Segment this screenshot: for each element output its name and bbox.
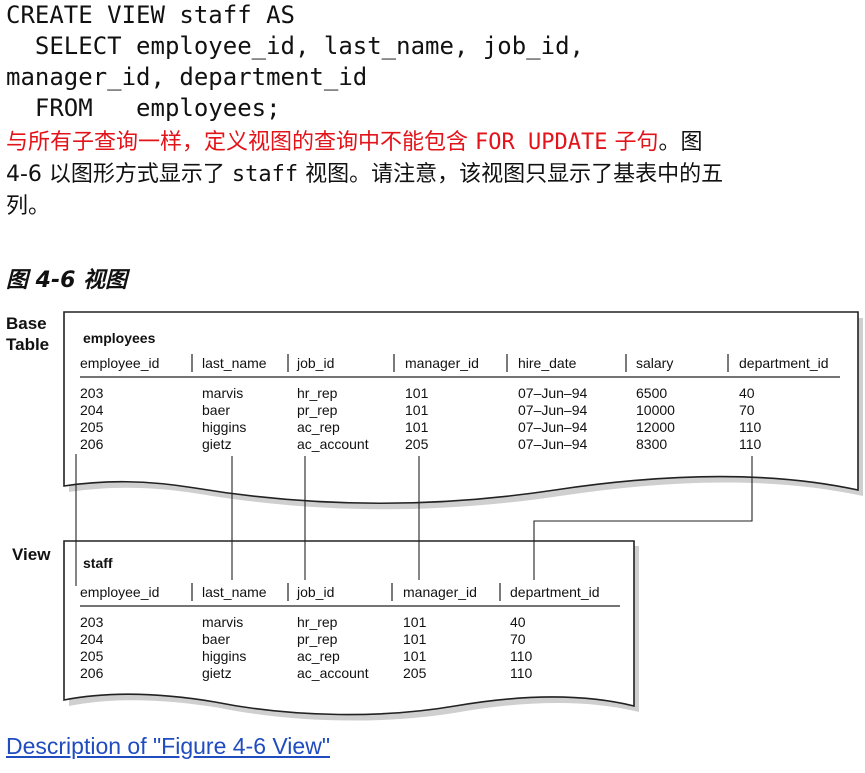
base-table-header: employee_id last_name job_id manager_id … [80,355,829,371]
cell: 203 [80,385,104,401]
cell: gietz [202,665,232,681]
cell: 101 [403,648,427,664]
view-row: 205 higgins ac_rep 101 110 [80,648,533,664]
cell: 70 [510,631,526,647]
cell: 40 [510,614,526,630]
code-line: manager_id, department_id [6,63,368,91]
cell: 6500 [636,385,667,401]
view-row: 204 baer pr_rep 101 70 [80,631,526,647]
cell: 07–Jun–94 [518,402,588,418]
base-table-label-1: Base [6,314,47,333]
cell: 110 [510,665,533,681]
base-table-label-2: Table [6,335,49,354]
cell: 12000 [636,419,675,435]
view-name: staff [83,555,113,571]
cell: ac_account [297,665,369,681]
cell: gietz [202,436,232,452]
highlight-code: FOR UPDATE [475,130,608,155]
cell: higgins [202,419,246,435]
column-header: last_name [202,584,267,600]
cell: pr_rep [297,402,338,418]
column-header: employee_id [80,355,159,371]
cell: 101 [403,631,427,647]
view-row: 203 marvis hr_rep 101 40 [80,614,526,630]
column-header: department_id [739,355,829,371]
view-diagram: Base Table View employees staff employee… [6,311,863,721]
paragraph-text: 视图。请注意，该视图只显示了基表中的五 [298,162,724,187]
paragraph-line-2: 4-6 以图形方式显示了 staff 视图。请注意，该视图只显示了基表中的五 [6,159,864,191]
cell: 110 [739,436,762,452]
highlight-text: 与所有子查询一样，定义视图的查询中不能包含 [6,130,475,155]
column-header: department_id [510,584,600,600]
base-table-name: employees [83,330,156,346]
cell: 110 [739,419,762,435]
cell: hr_rep [297,385,338,401]
cell: ac_rep [297,648,340,664]
paragraph-text: 4-6 以图形方式显示了 [6,162,232,187]
cell: 101 [403,614,427,630]
base-table-box [63,311,859,505]
base-table-row: 205 higgins ac_rep 101 07–Jun–94 12000 1… [80,419,762,435]
cell: marvis [202,614,243,630]
cell: 204 [80,631,104,647]
cell: 8300 [636,436,667,452]
cell: higgins [202,648,246,664]
cell: 101 [405,419,429,435]
base-table-row: 203 marvis hr_rep 101 07–Jun–94 6500 40 [80,385,755,401]
cell: 205 [80,419,104,435]
cell: baer [202,631,230,647]
cell: 101 [405,402,429,418]
view-header: employee_id last_name job_id manager_id … [80,584,600,600]
cell: 07–Jun–94 [518,385,588,401]
paragraph-line-1: 与所有子查询一样，定义视图的查询中不能包含 FOR UPDATE 子句。图 [6,127,864,159]
base-table-row: 206 gietz ac_account 205 07–Jun–94 8300 … [80,436,762,452]
cell: 07–Jun–94 [518,419,588,435]
cell: hr_rep [297,614,338,630]
cell: 203 [80,614,104,630]
column-header: hire_date [518,355,577,371]
figure-description-link[interactable]: Description of "Figure 4-6 View" [6,733,330,759]
column-header: last_name [202,355,267,371]
column-header: employee_id [80,584,159,600]
base-table-row: 204 baer pr_rep 101 07–Jun–94 10000 70 [80,402,755,418]
code-line: CREATE VIEW staff AS [6,1,295,29]
figure-caption: 图 4-6 视图 [6,268,128,293]
paragraph-text: 。图 [658,130,703,155]
column-header: job_id [296,355,334,371]
cell: 10000 [636,402,675,418]
cell: 70 [739,402,755,418]
cell: baer [202,402,230,418]
cell: pr_rep [297,631,338,647]
inline-code: staff [231,162,299,187]
column-header: job_id [296,584,334,600]
cell: 206 [80,665,104,681]
column-connectors [75,454,753,586]
column-header: salary [636,355,673,371]
cell: 40 [739,385,755,401]
cell: 110 [510,648,533,664]
cell: 206 [80,436,104,452]
cell: marvis [202,385,243,401]
view-row: 206 gietz ac_account 205 110 [80,665,533,681]
cell: 204 [80,402,104,418]
base-table-rules [80,354,840,378]
column-header: manager_id [405,355,479,371]
cell: 07–Jun–94 [518,436,588,452]
paragraph-line-3: 列。 [6,194,51,219]
code-line: SELECT employee_id, last_name, job_id, [6,32,584,60]
column-header: manager_id [403,584,477,600]
cell: 205 [405,436,429,452]
code-line: FROM employees; [6,94,281,122]
cell: 205 [403,665,427,681]
view-label: View [12,545,51,564]
cell: ac_rep [297,419,340,435]
view-rules [80,583,620,607]
highlight-text-end: 子句 [607,130,659,155]
description-paragraph: 与所有子查询一样，定义视图的查询中不能包含 FOR UPDATE 子句。图 4-… [6,127,864,223]
cell: ac_account [297,436,369,452]
cell: 205 [80,648,104,664]
sql-code-block: CREATE VIEW staff AS SELECT employee_id,… [6,0,584,124]
cell: 101 [405,385,429,401]
view-box [63,540,635,716]
